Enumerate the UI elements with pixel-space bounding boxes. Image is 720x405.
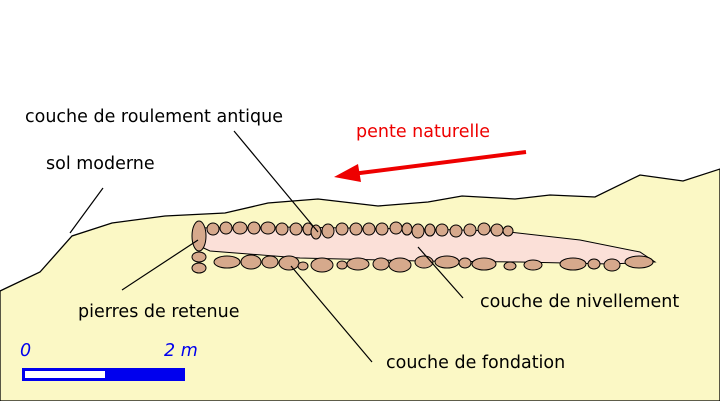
foundation-stone [388,257,412,273]
label-leveling-layer: couche de nivellement [480,292,679,312]
foundation-stone [261,255,279,269]
leader-leveling-layer [417,246,464,299]
foundation-stone [414,255,434,269]
foundation-stone [503,261,517,271]
retaining-stone [191,262,207,274]
foundation-stone [278,255,300,271]
road-surface-stone [219,221,233,235]
label-retaining-stones: pierres de retenue [78,302,239,322]
road-surface-stone [389,221,403,235]
road-surface-stone [375,222,389,236]
foundation-stone [471,257,497,271]
road-surface-stone [477,222,491,236]
scale-end-label: 2 m [164,341,198,361]
stones-layer [191,220,654,274]
road-surface-stone [335,222,349,236]
scale-start-label: 0 [20,341,31,361]
leader-antique-surface [233,130,319,233]
foundation-stone [346,257,370,271]
road-surface-stone [349,222,363,236]
foundation-stone [587,258,601,270]
road-surface-stone [490,223,504,237]
foundation-stone [603,258,621,272]
road-surface-stone [362,222,376,236]
label-foundation-layer: couche de fondation [386,353,565,373]
label-natural-slope: pente naturelle [356,122,490,142]
road-surface-stone [435,223,449,237]
foundation-stone [310,257,334,273]
road-surface-stone [260,221,276,235]
scale-bar: 0 2 m [20,341,198,381]
foundation-stone [297,261,309,271]
slope-arrow [334,150,527,182]
road-surface-stone [247,221,261,235]
foundation-stone [213,255,241,269]
road-surface-stone [321,223,335,239]
label-antique-surface: couche de roulement antique [25,107,283,127]
road-surface-stone [424,223,436,237]
leader-retaining-stones [121,239,199,291]
modern-ground-area [0,168,720,402]
road-surface-stone [289,222,303,236]
road-surface-stone [275,222,289,236]
road-surface-stone [401,222,413,236]
foundation-stone [434,255,460,269]
leader-foundation-layer [290,265,373,363]
foundation-stone [372,257,390,271]
foundation-stone [240,254,262,270]
road-surface-stone [206,222,220,236]
road-surface-stone [463,223,477,237]
road-surface-stone [411,223,425,239]
foundation-stone [458,257,472,269]
label-modern-ground: sol moderne [46,154,155,174]
foundation-stone [523,259,543,271]
road-surface-stone [310,224,322,240]
leader-modern-ground [69,187,104,234]
foundation-stone [336,260,348,270]
road-surface-stone [232,221,248,235]
foundation-stone [559,257,587,271]
retaining-stone [191,251,207,263]
road-surface-stone [449,224,463,238]
retaining-stone [191,220,207,252]
foundation-stone [624,255,654,269]
road-surface-stone [502,225,514,237]
scale-segment-empty [25,371,105,378]
